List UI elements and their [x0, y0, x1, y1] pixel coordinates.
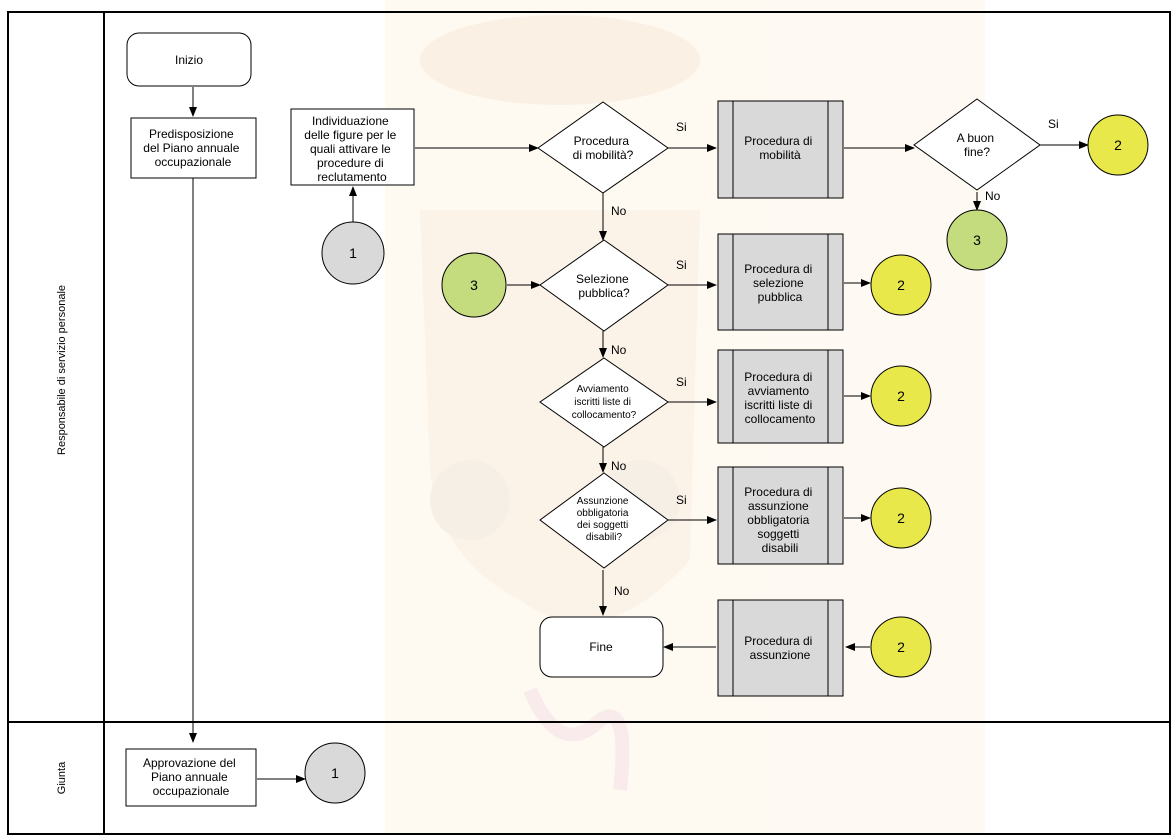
label-si-avviamento: Si: [676, 375, 687, 389]
label-si-assunzione-obbligatoria: Si: [676, 493, 687, 507]
subprocess-avviamento: Procedura di avviamento iscritti liste d…: [717, 349, 844, 444]
process-predisposizione: Predisposizione del Piano annuale occupa…: [130, 117, 257, 179]
subprocess-mobilita-text: Procedura di mobilità: [744, 134, 815, 162]
connector-2-assunzione: 2: [870, 616, 932, 678]
decision-avviamento: Avviamento iscritti liste di collocament…: [539, 357, 669, 448]
connector-2-selezione-label: 2: [897, 277, 905, 293]
decision-buon-fine-text: A buon fine?: [957, 131, 998, 159]
connector-2-assunzione-label: 2: [897, 639, 905, 655]
subprocess-selezione: Procedura di selezione pubblica: [717, 233, 844, 331]
decision-mobilita-text: Procedura di mobilità?: [573, 134, 634, 162]
lane-label-main: Responsabile di servizio personale: [56, 285, 68, 455]
decision-assunzione-obbligatoria-text: Assunzione obbligatoria dei soggetti dis…: [577, 496, 632, 543]
connector-2-assunzione-obbligatoria-label: 2: [897, 510, 905, 526]
connector-2-avviamento: 2: [870, 365, 932, 427]
connector-2-selezione: 2: [870, 254, 932, 316]
subprocess-assunzione-obbligatoria: Procedura di assunzione obbligatoria sog…: [717, 466, 844, 565]
connector-2-mobilita: 2: [1087, 114, 1149, 176]
decision-selezione-text: Selezione pubblica?: [576, 272, 632, 300]
lane-label-giunta: Giunta: [56, 761, 68, 794]
connector-3-selezione-label: 3: [470, 277, 478, 293]
decision-avviamento-text: Avviamento iscritti liste di collocament…: [572, 384, 637, 421]
connector-3-mobilita-label: 3: [973, 232, 981, 248]
label-no-avviamento: No: [611, 459, 627, 473]
end-terminal: Fine: [539, 616, 664, 678]
connector-1-main-label: 1: [349, 245, 357, 261]
process-individuazione: Individuazione delle figure per le quali…: [290, 108, 415, 186]
process-approvazione-text: Approvazione del Piano annuale occupazio…: [143, 756, 239, 798]
label-si-buon-fine: Si: [1048, 117, 1059, 131]
process-predisposizione-text: Predisposizione del Piano annuale occupa…: [143, 127, 242, 169]
subprocess-mobilita: Procedura di mobilità: [717, 100, 844, 199]
decision-selezione: Selezione pubblica?: [539, 239, 669, 332]
label-no-buon-fine: No: [985, 189, 1001, 203]
subprocess-assunzione-text: Procedura di assunzione: [744, 634, 815, 662]
process-individuazione-text: Individuazione delle figure per le quali…: [304, 114, 399, 184]
connector-1-main: 1: [321, 221, 385, 285]
subprocess-assunzione-obbligatoria-text: Procedura di assunzione obbligatoria sog…: [744, 485, 815, 555]
start-label: Inizio: [175, 53, 203, 67]
decision-mobilita: Procedura di mobilità?: [537, 101, 669, 194]
connector-2-assunzione-obbligatoria: 2: [870, 487, 932, 549]
swimlane-frame: [7, 11, 1171, 835]
label-no-assunzione-obbligatoria: No: [614, 584, 630, 598]
start-terminal: Inizio: [126, 32, 252, 87]
edge-labels: Si No Si No Si No Si No Si No: [611, 117, 1059, 598]
connector-1-giunta-label: 1: [331, 765, 339, 781]
connector-3-selezione: 3: [441, 252, 507, 318]
connector-1-giunta: 1: [304, 742, 366, 804]
label-si-selezione: Si: [676, 258, 687, 272]
flow-edges: [189, 87, 1089, 783]
end-label: Fine: [589, 640, 613, 654]
subprocess-avviamento-text: Procedura di avviamento iscritti liste d…: [744, 370, 815, 426]
subprocess-selezione-text: Procedura di selezione pubblica: [744, 262, 815, 304]
decision-buon-fine: A buon fine?: [913, 98, 1041, 191]
label-si-mobilita: Si: [676, 120, 687, 134]
label-no-mobilita: No: [611, 204, 627, 218]
connector-2-mobilita-label: 2: [1114, 137, 1122, 153]
process-approvazione: Approvazione del Piano annuale occupazio…: [125, 748, 257, 807]
decision-assunzione-obbligatoria: Assunzione obbligatoria dei soggetti dis…: [539, 472, 669, 569]
subprocess-assunzione: Procedura di assunzione: [717, 599, 844, 697]
label-no-selezione: No: [611, 343, 627, 357]
connector-3-mobilita: 3: [946, 209, 1008, 271]
connector-2-avviamento-label: 2: [897, 388, 905, 404]
